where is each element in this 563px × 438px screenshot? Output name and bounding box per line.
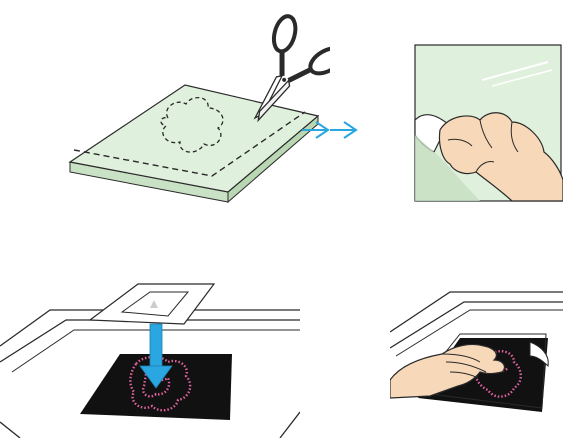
next-step-arrow-icon bbox=[302, 121, 330, 139]
cut-line bbox=[73, 111, 306, 177]
transfer-sheet bbox=[68, 84, 320, 193]
step-press-sheet-illustration bbox=[390, 291, 563, 412]
scissors-icon bbox=[253, 14, 330, 123]
pressing-hand-icon bbox=[390, 343, 506, 399]
step-peel-backing-illustration bbox=[330, 44, 563, 202]
rhinestone-motif bbox=[473, 350, 522, 398]
peel-hand-icon bbox=[438, 112, 563, 202]
step-cut-sheet-illustration bbox=[68, 14, 330, 204]
step-place-sheet-illustration bbox=[0, 283, 300, 438]
down-arrow-icon bbox=[139, 323, 173, 389]
tray-outer bbox=[0, 309, 300, 347]
motif-outline bbox=[160, 97, 224, 153]
rhinestone-motif bbox=[129, 355, 192, 412]
